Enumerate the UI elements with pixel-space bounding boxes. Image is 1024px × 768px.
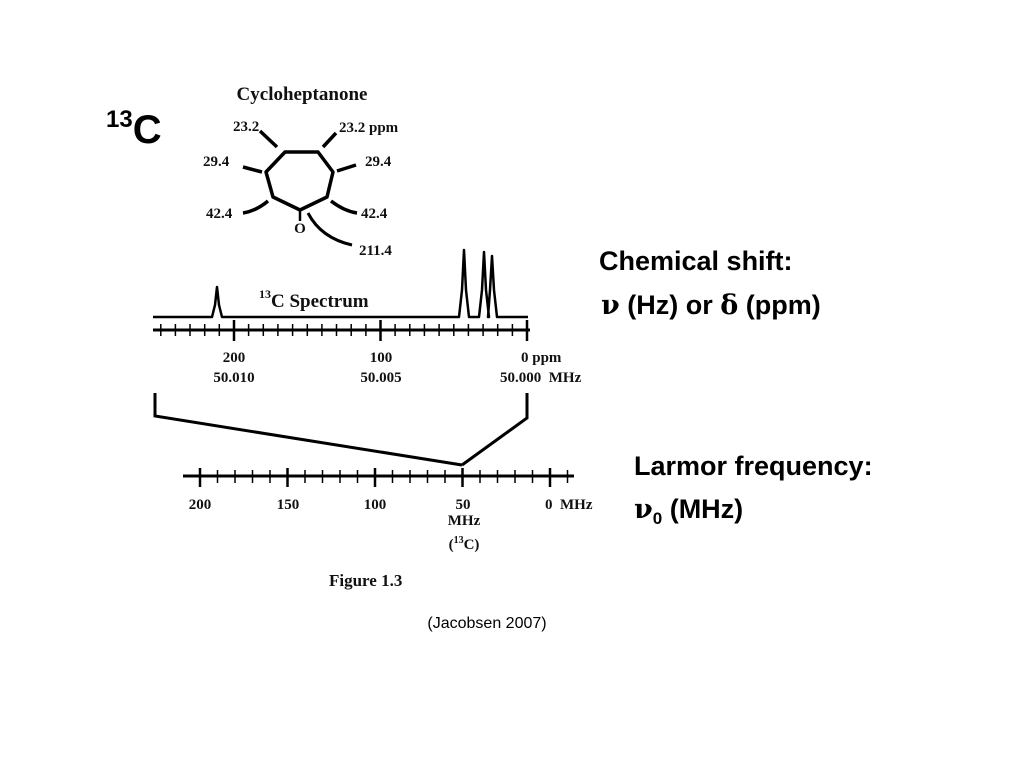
- molecule-title: Cycloheptanone: [237, 84, 368, 105]
- tick-top-right: [321, 131, 338, 149]
- nucleus-mass: 13: [106, 106, 133, 133]
- citation: (Jacobsen 2007): [427, 615, 546, 632]
- nu-subscript: 0: [653, 509, 662, 528]
- marker-close: C): [464, 537, 480, 553]
- nucleus-heading: 13C: [106, 106, 162, 152]
- shift-low-left: 42.4: [206, 206, 233, 222]
- spectrum-label: 13C Spectrum: [259, 287, 369, 312]
- mhz-marker-unit: MHz: [448, 513, 481, 529]
- cycloheptane-ring: [264, 150, 335, 212]
- tick-top-left: [258, 129, 279, 149]
- chemical-shift-units: ν (Hz) or δ (ppm): [601, 290, 821, 321]
- nu-symbol: ν: [601, 290, 620, 321]
- tick-low-left: [242, 199, 270, 215]
- figure-caption: Figure 1.3: [329, 571, 402, 590]
- nu-zero-symbol: ν: [634, 494, 653, 525]
- marker-open: (: [449, 537, 454, 553]
- mhz-tick-label: 200: [189, 497, 212, 513]
- shift-top-left: 23.2: [233, 119, 259, 135]
- ppm-tick-label: 100: [370, 350, 393, 366]
- zoom-connector-right: [461, 393, 529, 467]
- zoom-connector-left: [153, 393, 463, 467]
- shift-top-right: 23.2 ppm: [339, 120, 399, 136]
- spectrum-trace: [153, 248, 528, 319]
- mhz-marker-nucleus: (13C): [449, 535, 480, 553]
- mhz-sub-label: 50.005: [360, 370, 401, 386]
- mhz-axis-labels: 200 150 100 50 0 MHz MHz (13C): [189, 497, 593, 553]
- mhz-tick-label: 100: [364, 497, 387, 513]
- shift-mid-left: 29.4: [203, 154, 230, 170]
- shift-carbonyl: 211.4: [359, 243, 392, 259]
- hz-text: (Hz) or: [620, 290, 721, 320]
- ppm-tick-label: 200: [223, 350, 246, 366]
- larmor-heading: Larmor frequency:: [634, 451, 873, 481]
- nucleus-symbol: C: [133, 108, 162, 152]
- shift-low-right: 42.4: [361, 206, 388, 222]
- cycloheptanone-structure: [242, 129, 358, 247]
- ppm-axis-ticks: [160, 320, 529, 341]
- delta-symbol: δ: [720, 290, 738, 321]
- spectrum-label-mass: 13: [259, 287, 271, 301]
- ppm-text: (ppm): [738, 290, 820, 320]
- carbonyl-pointer: [306, 212, 353, 247]
- ppm-axis-labels: 200 50.010 100 50.005 0 ppm 50.000 MHz: [213, 350, 581, 386]
- mhz-tick-label: 50: [456, 497, 471, 513]
- mhz-sub-label: 50.000 MHz: [500, 370, 582, 386]
- oxygen-label: O: [294, 221, 306, 237]
- ppm-tick-label: 0 ppm: [521, 350, 562, 366]
- spectrum-label-text: C Spectrum: [271, 291, 369, 312]
- shift-mid-right: 29.4: [365, 154, 392, 170]
- mhz-tick-label: 0 MHz: [545, 497, 593, 513]
- mhz-text: (MHz): [662, 494, 743, 524]
- marker-mass: 13: [454, 535, 464, 546]
- mhz-sub-label: 50.010: [213, 370, 254, 386]
- mhz-tick-label: 150: [277, 497, 300, 513]
- larmor-units: ν0 (MHz): [634, 494, 743, 528]
- tick-mid-right: [336, 163, 357, 173]
- shift-labels: 23.2 23.2 ppm 29.4 29.4 42.4 42.4 O 211.…: [203, 119, 399, 259]
- tick-low-right: [329, 199, 358, 215]
- tick-mid-left: [242, 165, 263, 174]
- chemical-shift-heading: Chemical shift:: [599, 246, 793, 276]
- mhz-axis-ticks: [198, 468, 569, 487]
